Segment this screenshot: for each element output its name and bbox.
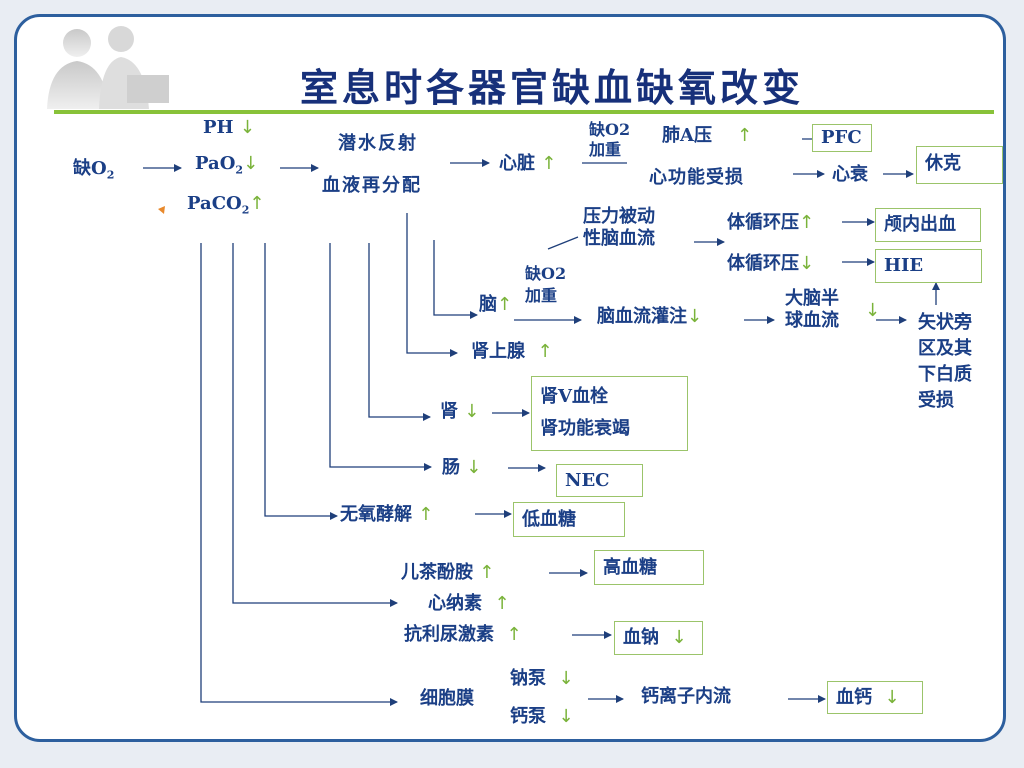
node-hyperglycemia: 高血糖 [594,550,704,585]
node-pulm-pressure: 肺A压 ↑ [662,125,753,146]
down-arrow-icon: ↓ [558,706,574,727]
node-heart-failure: 心衰 [832,164,868,185]
slide: 室息时各器官缺血缺氧改变 [14,14,1006,742]
node-shock: 休克 [916,146,1003,184]
node-hypoglycemia: 低血糖 [513,502,625,537]
orange-bullet-icon [158,206,165,214]
silhouette-people-icon [47,26,169,109]
node-blood-sodium: 血钠 ↓ [614,621,703,655]
node-heart: 心脏 ↑ [499,153,557,174]
node-pressure-passive: 压力被动性脑血流 [583,206,655,249]
up-arrow-icon: ↑ [479,562,495,583]
node-blood-calcium: 血钙 ↓ [827,681,923,714]
up-arrow-icon: ↑ [494,593,510,614]
node-adh: 抗利尿激素 ↑ [404,624,522,645]
node-hemisphere-flow: 大脑半 球血流 [785,288,839,331]
node-anaerobic-glycolysis: 无氧酵解 ↑ [340,504,434,525]
node-kidney: 肾 ↓ [440,401,480,422]
page-title: 室息时各器官缺血缺氧改变 [300,65,805,110]
node-paco2: PaCO2↑ [187,193,265,217]
up-arrow-icon: ↑ [541,153,557,174]
node-renal-outcomes: 肾V血栓 肾功能衰竭 [531,376,688,451]
node-brain: 脑↑ [479,294,513,315]
node-intracranial-hemorrhage: 颅内出血 [875,208,981,242]
up-arrow-icon: ↑ [537,341,553,362]
node-cardiac-damage: 心功能受损 [649,167,744,188]
down-arrow-icon: ↓ [799,253,815,274]
node-adrenal: 肾上腺 ↑ [471,341,553,362]
node-anp: 心纳素 ↑ [428,593,510,614]
node-intestine: 肠 ↓ [442,457,482,478]
up-arrow-icon: ↑ [506,624,522,645]
down-arrow-icon: ↓ [884,687,900,708]
title-underline [54,110,994,114]
node-blood-redistribution: 血液再分配 [322,175,422,196]
up-arrow-icon: ↑ [497,294,513,315]
down-arrow-icon: ↓ [687,306,703,327]
node-systemic-bp-down: 体循环压↓ [727,253,815,274]
down-arrow-icon: ↓ [558,668,574,689]
up-arrow-icon: ↑ [249,193,265,214]
node-parasagittal-damage: 矢状旁 区及其 下白质 受损 [918,312,972,411]
node-sodium-pump: 钠泵 ↓ [510,668,574,689]
node-calcium-influx: 钙离子内流 [641,686,731,707]
down-arrow-icon: ↓ [865,300,881,321]
down-arrow-icon: ↓ [243,153,259,174]
node-systemic-bp-up: 体循环压↑ [727,212,815,233]
node-pfc: PFC [812,124,872,152]
node-hie: HIE [875,249,982,283]
node-dive-reflex: 潜水反射 [338,133,418,154]
up-arrow-icon: ↑ [737,125,753,146]
down-arrow-icon: ↓ [466,457,482,478]
node-ph: PH ↓ [203,117,255,138]
node-calcium-pump: 钙泵 ↓ [510,706,574,727]
node-lack-o2: 缺O2 [73,158,115,182]
node-catecholamine: 儿茶酚胺 ↑ [401,562,495,583]
down-arrow-icon: ↓ [671,627,687,648]
node-nec: NEC [556,464,643,497]
up-arrow-icon: ↑ [799,212,815,233]
down-arrow-icon: ↓ [464,401,480,422]
node-cerebral-perfusion: 脑血流灌注↓ [597,306,703,327]
flow-connectors [143,135,940,706]
node-pao2: PaO2↓ [195,153,259,177]
down-arrow-icon: ↓ [239,117,255,138]
node-cell-membrane: 细胞膜 [420,688,474,709]
up-arrow-icon: ↑ [418,504,434,525]
